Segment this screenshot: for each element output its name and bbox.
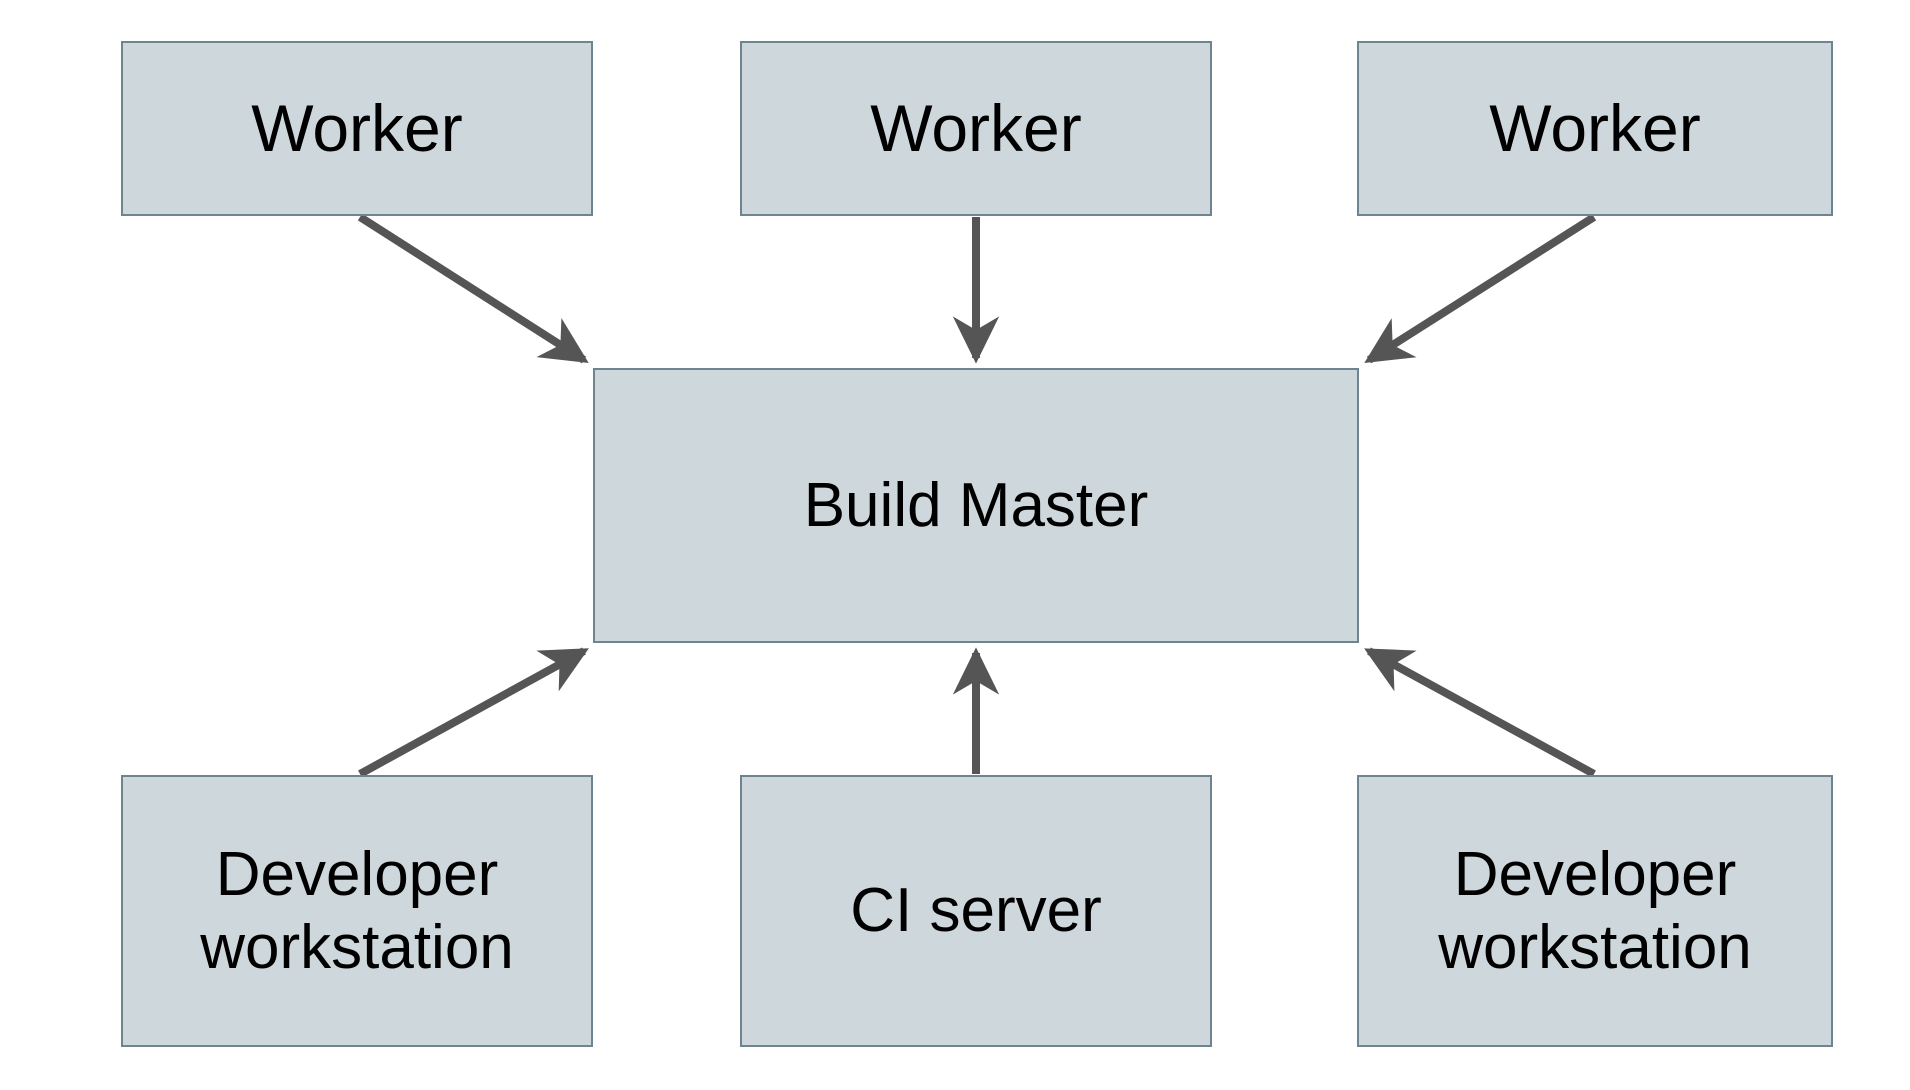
node-label: Developer workstation [1438,839,1752,982]
node-label: Worker [870,90,1082,165]
node-worker-right[interactable]: Worker [1357,41,1833,216]
node-label: Worker [1489,90,1701,165]
node-developer-workstation-left[interactable]: Developer workstation [121,775,593,1047]
node-label: Worker [251,90,463,165]
node-label: Build Master [803,470,1149,540]
edge-worker-right-to-build-master [1364,213,1597,364]
edge-dev-left-to-build-master [358,647,589,778]
edge-dev-right-to-build-master [1364,647,1596,778]
node-label: CI server [850,876,1102,946]
edge-worker-left-to-build-master [357,213,589,364]
node-worker-mid[interactable]: Worker [740,41,1212,216]
node-ci-server[interactable]: CI server [740,775,1212,1047]
node-build-master[interactable]: Build Master [593,368,1359,643]
node-worker-left[interactable]: Worker [121,41,593,216]
node-developer-workstation-right[interactable]: Developer workstation [1357,775,1833,1047]
node-label: Developer workstation [200,839,514,982]
